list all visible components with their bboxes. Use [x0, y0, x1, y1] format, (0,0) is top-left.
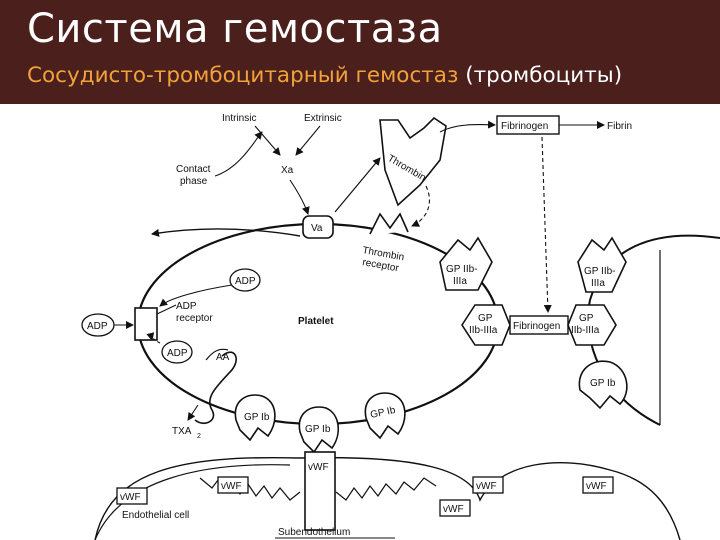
gp-ib-left-shape	[234, 394, 276, 442]
gp-ib-far-label: GP Ib	[590, 378, 616, 389]
platelet-release-arrow	[151, 228, 301, 237]
subendothelium-zigzag-left	[199, 477, 301, 501]
adp-circle-1	[229, 268, 261, 292]
vwf-box-3	[439, 499, 471, 517]
endothelial-cell-label: Endothelial cell	[122, 510, 189, 521]
contact-phase-label: Contact	[176, 164, 211, 175]
adp-receptor-label: ADP	[176, 301, 197, 312]
adp-receptor-pointer	[156, 304, 177, 315]
vwf-label-1: vWF	[120, 492, 141, 503]
vwf-box-5	[582, 476, 614, 494]
va-to-thrombin-arrow	[334, 157, 381, 213]
gp-iib-iiia-upper-shape	[439, 236, 493, 291]
gp-ib-far-shape	[578, 360, 628, 410]
adp-label-2: ADP	[167, 348, 188, 359]
gp-iib-iiia-mid-label: GP	[478, 313, 493, 324]
txa-label: TXA	[172, 426, 192, 437]
adp-receptor-box	[134, 307, 158, 341]
header-bar: Система гемостаза Сосудисто-тромбоцитарн…	[0, 0, 720, 104]
vwf-label-2: vWF	[221, 481, 242, 492]
adp-circle-2	[161, 340, 193, 364]
gp-iib-iiia-right-label-2: IIb-IIIa	[571, 325, 600, 336]
vwf-stalk	[304, 451, 336, 531]
gp-iib-iiia-right-shape	[567, 304, 617, 346]
extrinsic-arrow	[295, 125, 321, 156]
subendothelium-label: Subendothelium	[278, 527, 350, 538]
adp-receptor-label-2: receptor	[176, 313, 213, 324]
xa-label: Xa	[281, 165, 294, 176]
va-box	[302, 215, 334, 239]
adp-release-arrow	[159, 284, 233, 307]
adp-dashed-arrow	[146, 332, 161, 344]
adp-label-1: ADP	[235, 276, 256, 287]
aa-squiggle	[194, 351, 237, 425]
fibrinogen-top-label: Fibrinogen	[501, 121, 548, 132]
hemostasis-diagram: Intrinsic Extrinsic Contact phase Xa Va …	[81, 113, 720, 540]
subendothelium-zigzag-right	[335, 477, 437, 501]
fibrinogen-bridge-label: Fibrinogen	[513, 321, 560, 332]
gp-iib-iiia-mid-label-2: IIb-IIIa	[469, 325, 498, 336]
platelet-label: Platelet	[298, 316, 334, 327]
vwf-label-5: vWF	[586, 481, 607, 492]
thrombin-to-fibrinogen-arrow	[439, 120, 496, 133]
endothelial-cell-left	[94, 464, 291, 540]
intrinsic-label: Intrinsic	[222, 113, 256, 124]
contact-phase-arrow	[214, 131, 263, 177]
gp-iib-iiia-upper-label-2: IIIa	[453, 276, 467, 287]
vwf-box-4	[472, 476, 504, 494]
thrombin-dashed-arrow	[411, 185, 430, 227]
contact-phase-label-2: phase	[180, 176, 208, 187]
subtitle-rest: (тромбоциты)	[458, 63, 623, 88]
vwf-label-4: vWF	[476, 481, 497, 492]
fibrinogen-dashed-arrow	[541, 136, 552, 313]
page-title: Система гемостаза	[27, 6, 443, 52]
thrombin-receptor-shape	[369, 212, 409, 235]
aa-label: AA	[216, 352, 230, 363]
gp-ib-center-label: GP Ib	[305, 424, 331, 435]
va-label: Va	[311, 223, 323, 234]
gp-iib-iiia-far-label-2: IIIa	[591, 278, 605, 289]
xa-to-va-arrow	[289, 179, 310, 215]
thrombin-shape	[379, 116, 447, 207]
gp-ib-right-shape	[364, 392, 406, 440]
txa-subscript: 2	[197, 433, 201, 440]
gp-ib-right-label: GP Ib	[369, 405, 397, 421]
fibrin-label: Fibrin	[607, 121, 632, 132]
gp-iib-iiia-far-shape	[577, 236, 627, 293]
vwf-box-2	[217, 476, 249, 494]
extrinsic-label: Extrinsic	[304, 113, 342, 124]
vwf-box-1	[116, 487, 148, 505]
gp-iib-iiia-upper-label: GP IIb-	[446, 264, 478, 275]
adp-label-outside: ADP	[87, 321, 108, 332]
page-subtitle: Сосудисто-тромбоцитарный гемостаз (тромб…	[27, 63, 622, 88]
gp-ib-left-label: GP Ib	[244, 412, 270, 423]
vwf-label-3: vWF	[443, 504, 464, 515]
gp-ib-center-shape	[298, 406, 339, 454]
vwf-stalk-label: vWF	[308, 462, 329, 473]
aa-branch	[205, 348, 229, 361]
gp-iib-iiia-right-label: GP	[579, 313, 594, 324]
endothelial-cells	[94, 456, 681, 540]
subtitle-accent: Сосудисто-тромбоцитарный гемостаз	[27, 63, 459, 88]
txa-arrow	[187, 404, 199, 421]
intrinsic-arrow	[254, 125, 281, 156]
gp-iib-iiia-far-label: GP IIb-	[584, 266, 616, 277]
